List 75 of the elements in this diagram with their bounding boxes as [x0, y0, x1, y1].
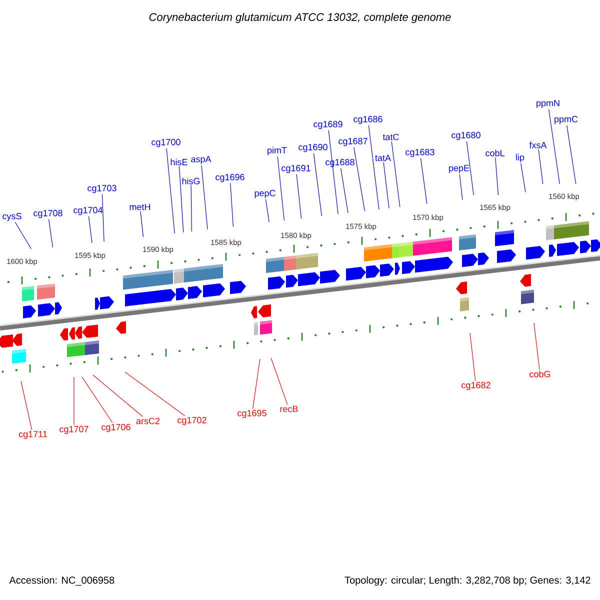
gene-label: cg1707 — [60, 426, 88, 434]
gene-label: cg1695 — [238, 410, 266, 418]
leader-line — [124, 372, 186, 416]
gene-label: cg1680 — [452, 132, 480, 140]
leader-line — [328, 130, 338, 214]
leader-line — [201, 164, 208, 230]
leader-line — [340, 168, 348, 214]
leader-line — [566, 124, 576, 184]
leader-line — [270, 358, 288, 405]
gene-label: ppmC — [554, 116, 578, 124]
leader-line — [534, 322, 540, 370]
gene-label: hisE — [170, 158, 188, 166]
leader-line — [140, 211, 144, 238]
leader-line — [548, 108, 560, 184]
genome-summary: Topology: circular; Length: 3,282,708 bp; Genes: 3,142 — [344, 576, 590, 586]
leader-line — [88, 216, 92, 244]
leader-line — [166, 148, 175, 234]
gene-label: cg1686 — [354, 116, 382, 124]
gene-label: cg1702 — [178, 416, 206, 426]
gene-label: cg1687 — [338, 138, 368, 146]
gene-label: tatA — [375, 154, 391, 162]
leader-line — [178, 166, 184, 233]
leader-line — [368, 124, 380, 210]
leader-line — [296, 174, 302, 219]
leader-line — [14, 222, 32, 250]
gene-label: cg1708 — [34, 210, 62, 218]
gene-label: cg1683 — [406, 148, 434, 158]
leader-line — [230, 182, 234, 227]
leader-line — [383, 162, 390, 209]
gene-label: fxsA — [529, 142, 547, 148]
gene-label: cg1691 — [282, 164, 310, 174]
gene-label: hisG — [182, 178, 200, 184]
leader-line — [391, 141, 400, 208]
leader-line — [459, 174, 463, 200]
gene-label: cobL — [486, 150, 504, 156]
leader-line — [82, 376, 113, 424]
leader-line — [495, 157, 499, 196]
gene-label: metH — [130, 204, 150, 210]
gene-label: aspA — [191, 156, 212, 164]
gene-label: lip — [516, 154, 524, 162]
leader-line — [265, 198, 270, 222]
gene-label: cg1682 — [462, 382, 490, 390]
gene-label: cg1700 — [152, 138, 180, 148]
gene-label: cysS — [2, 212, 22, 222]
leader-line — [313, 152, 322, 216]
gene-label: cg1689 — [314, 120, 342, 130]
title: Corynebacterium glutamicum ATCC 13032, complete genome — [149, 12, 451, 24]
leader-line — [466, 140, 474, 196]
leader-line — [252, 358, 260, 410]
gene-label: pimT — [268, 146, 287, 156]
gene-label: cg1703 — [88, 184, 116, 194]
leader-line — [420, 158, 428, 204]
gene-label: recB — [280, 406, 298, 412]
leader-line — [102, 194, 104, 242]
gene-label: tatC — [382, 134, 399, 140]
gene-label: arsC2 — [136, 418, 160, 424]
gene-label: cg1706 — [102, 424, 130, 432]
leader-line — [190, 185, 192, 232]
gene-label: pepC — [254, 190, 276, 198]
leader-line — [277, 156, 285, 221]
gene-label: ppmN — [536, 100, 560, 108]
accession-note: Accession: NC_006958 — [9, 576, 114, 586]
leader-line — [520, 163, 526, 193]
leader-line — [48, 218, 54, 248]
gene-label: cobG — [530, 370, 550, 378]
leader-line — [92, 374, 144, 417]
gene-label: cg1696 — [216, 174, 244, 182]
gene-label: pepE — [449, 164, 470, 174]
leader-line — [470, 332, 476, 382]
leader-line — [20, 380, 32, 430]
gene-label: cg1704 — [74, 206, 102, 216]
leader-line — [538, 149, 544, 184]
gene-label: cg1711 — [18, 430, 47, 440]
gene-label: cg1690 — [298, 144, 328, 152]
leader-line — [354, 146, 366, 212]
